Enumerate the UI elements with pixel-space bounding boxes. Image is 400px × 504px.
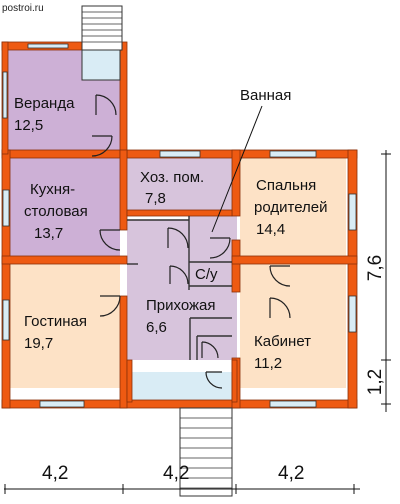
- window-veranda-top: [27, 43, 69, 49]
- veranda-name: Веранда: [14, 95, 75, 112]
- living-name: Гостиная: [24, 313, 87, 330]
- door-closet: [201, 341, 219, 359]
- doors: [91, 94, 291, 389]
- door-bath: [209, 237, 231, 259]
- stairs-bottom: [179, 407, 233, 497]
- kitchen-area: 13,7: [34, 225, 63, 242]
- stairs-bottom-frame: [179, 407, 233, 497]
- door-veranda-entry: [95, 94, 117, 116]
- watermark: postroi.ru: [2, 3, 44, 14]
- window-veranda-left: [2, 71, 8, 119]
- dim-bottom-2: 4,2: [163, 463, 189, 484]
- utility-area: 7,8: [145, 190, 166, 207]
- bedroom-name-1: Спальня: [256, 177, 316, 194]
- wc-fill: [189, 262, 237, 286]
- window-study-right: [348, 295, 357, 333]
- dim-right-2: 1,2: [365, 369, 386, 395]
- hall-name: Прихожая: [146, 297, 216, 314]
- wall-bath-right: [231, 239, 241, 293]
- utility-name: Хоз. пом.: [140, 169, 204, 186]
- dimension-right: [381, 150, 391, 412]
- dim-bottom-3: 4,2: [278, 463, 304, 484]
- wall-porch-left: [126, 359, 133, 403]
- window-study-bottom: [269, 400, 317, 408]
- window-bed-top: [269, 150, 317, 158]
- living-fill: [10, 264, 120, 388]
- room-labels: Веранда 12,5 Кухня- столовая 13,7 Хоз. п…: [14, 87, 328, 372]
- wall-kitchen-hall: [119, 149, 128, 231]
- door-wc: [169, 265, 189, 285]
- kitchen-fill: [10, 158, 120, 256]
- window-living-left: [2, 299, 10, 341]
- dim-bottom-1: 4,2: [42, 463, 68, 484]
- wall-veranda-right: [119, 41, 128, 159]
- wall-utility-bottom: [126, 209, 233, 217]
- window-utility-top: [159, 150, 201, 158]
- wall-living-hall: [119, 295, 128, 409]
- wall-outer-left: [1, 149, 11, 409]
- door-bedroom: [269, 265, 291, 287]
- bedroom-fill: [240, 158, 346, 256]
- bedroom-area: 14,4: [256, 221, 285, 238]
- door-entrance: [205, 371, 223, 389]
- hall-area: 6,6: [146, 319, 167, 336]
- bathroom-leader: [211, 105, 263, 233]
- wc-name: С/у: [195, 266, 218, 283]
- wall-bed-study: [231, 255, 358, 265]
- kitchen-name-2: столовая: [24, 203, 88, 220]
- wall-kitchen-living: [1, 255, 128, 265]
- veranda-area: 12,5: [14, 117, 43, 134]
- partitions: [127, 216, 232, 360]
- stairs-top: [81, 5, 123, 81]
- door-living: [99, 295, 121, 317]
- window-living-bottom: [39, 400, 85, 408]
- study-fill: [240, 264, 346, 388]
- wall-outer-right: [347, 149, 358, 409]
- door-veranda-kitchen: [91, 135, 113, 157]
- dimension-bottom: [4, 484, 360, 494]
- window-kitchen-left: [2, 189, 10, 227]
- door-utility: [167, 227, 189, 249]
- room-fills: [8, 50, 346, 402]
- door-kitchen-hall: [99, 229, 121, 251]
- bedroom-name-2: родителей: [254, 199, 328, 216]
- living-area: 19,7: [24, 335, 53, 352]
- kitchen-name-1: Кухня-: [30, 181, 75, 198]
- study-area: 11,2: [254, 355, 282, 372]
- door-study: [269, 297, 291, 319]
- porch-fill: [127, 372, 237, 402]
- bathroom-name: Ванная: [240, 87, 291, 104]
- stairs-top-landing: [81, 49, 121, 81]
- utility-fill: [127, 158, 232, 210]
- study-name: Кабинет: [254, 333, 311, 350]
- windows: [2, 43, 357, 408]
- wall-porch-right: [231, 359, 238, 403]
- window-bed-right: [348, 193, 357, 231]
- stairs-top-frame: [81, 5, 123, 51]
- wall-bed-right: [231, 149, 241, 217]
- dim-right-1: 7,6: [365, 255, 386, 281]
